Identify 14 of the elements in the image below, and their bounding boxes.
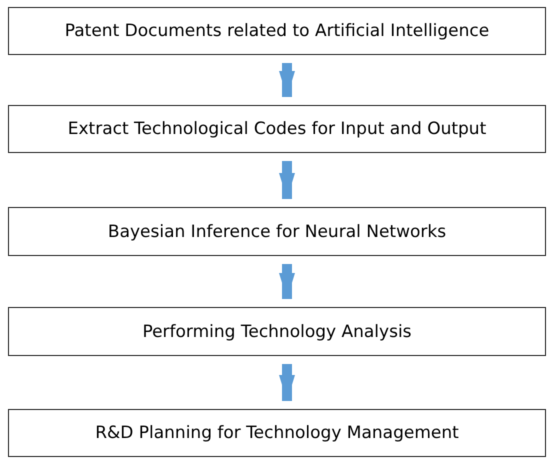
down-arrow bbox=[279, 264, 295, 299]
step-text: R&D Planning for Technology Management bbox=[95, 423, 459, 443]
process-box bbox=[8, 7, 546, 55]
process-box bbox=[8, 207, 546, 256]
process-box bbox=[8, 105, 546, 153]
down-arrow bbox=[279, 63, 295, 97]
process-box bbox=[8, 409, 546, 457]
step-text: Extract Technological Codes for Input and Output bbox=[68, 119, 486, 139]
step-text: Performing Technology Analysis bbox=[142, 322, 412, 342]
step-text: Patent Documents related to Artificial Intelligence bbox=[64, 21, 490, 41]
down-arrow bbox=[279, 161, 295, 199]
step-text: Bayesian Inference for Neural Networks bbox=[108, 222, 446, 242]
process-box bbox=[8, 307, 546, 356]
down-arrow bbox=[279, 364, 295, 401]
